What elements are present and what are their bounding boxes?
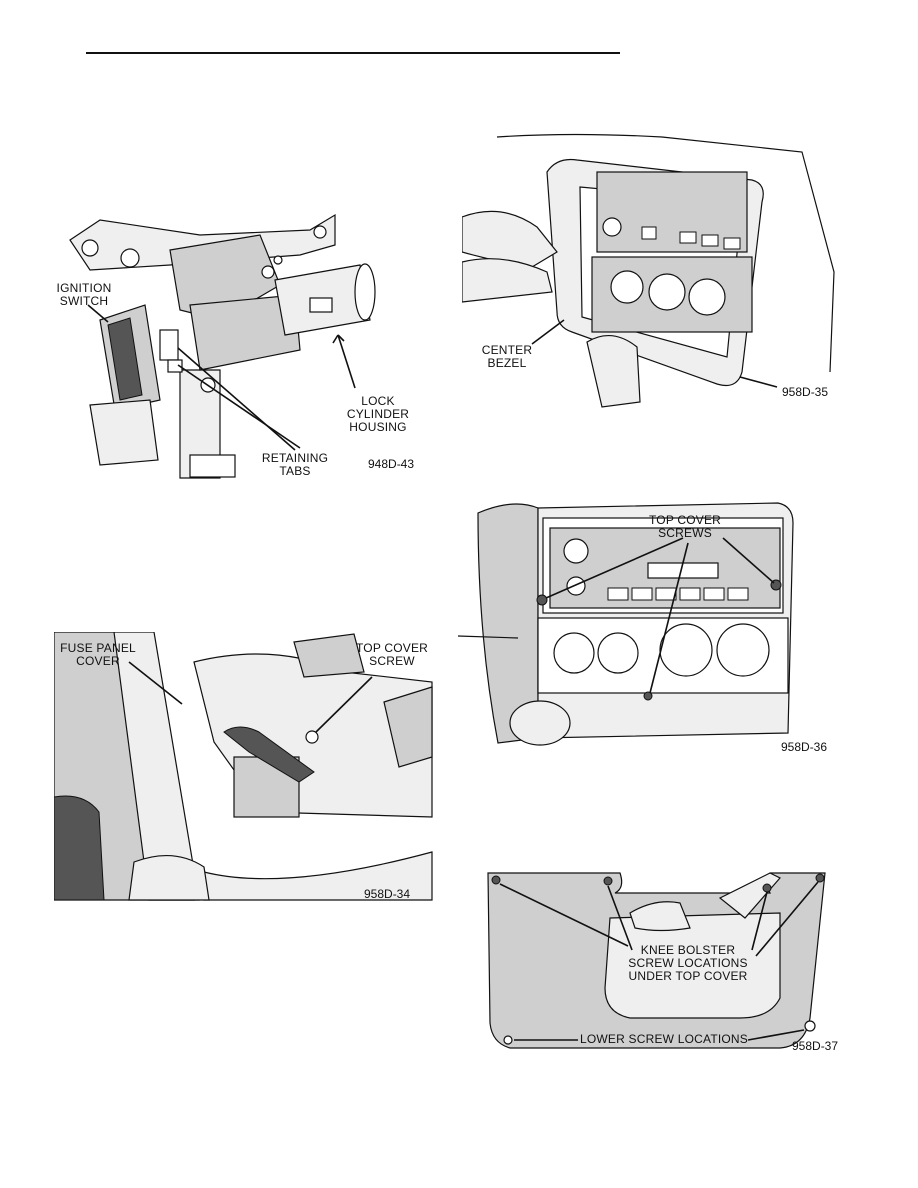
figure-knee-bolster: KNEE BOLSTER SCREW LOCATIONS UNDER TOP C… [480,858,852,1058]
label-retaining-tabs: RETAINING TABS [261,451,329,478]
figure-top-cover-screws: TOP COVER SCREWS 958D-36 [458,488,842,763]
figure-number: 948D-43 [368,457,415,471]
label-lock-cylinder-housing: LOCK CYLINDER HOUSING [346,394,410,434]
label-knee-bolster-screw-locations: KNEE BOLSTER SCREW LOCATIONS UNDER TOP C… [628,943,748,983]
label-ignition-switch: IGNITION SWITCH [56,281,112,308]
figure-number: 958D-37 [792,1039,839,1053]
figure-number: 958D-35 [782,385,829,399]
center-bezel-illustration [462,133,835,408]
figure-number: 958D-34 [364,887,411,901]
top-cover-screws-illustration [458,502,794,746]
label-lower-screw-locations: LOWER SCREW LOCATIONS [580,1032,748,1046]
label-top-cover-screws: TOP COVER SCREWS [648,513,722,540]
label-fuse-panel-cover: FUSE PANEL COVER [60,641,136,668]
figure-ignition-switch: IGNITION SWITCH LOCK CYLINDER HOUSING RE… [50,210,420,480]
header-rule [86,52,620,54]
figure-number: 958D-36 [781,740,828,754]
figure-fuse-panel: FUSE PANEL COVER TOP COVER SCREW 958D-34 [54,632,434,902]
label-center-bezel: CENTER BEZEL [481,343,533,370]
ignition-switch-illustration [69,213,376,479]
label-top-cover-screw: TOP COVER SCREW [355,641,429,668]
knee-bolster-illustration [487,872,826,1049]
fuse-panel-illustration [54,632,433,901]
figure-center-bezel: CENTER BEZEL 958D-35 [462,132,842,410]
